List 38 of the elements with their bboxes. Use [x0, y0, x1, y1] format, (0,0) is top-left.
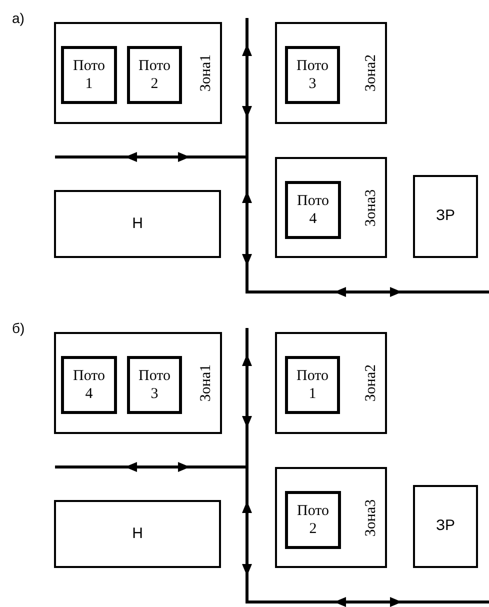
- zone-label: Зона2: [364, 54, 379, 92]
- zone-box: [275, 22, 387, 124]
- zone-label: Зона1: [199, 364, 214, 402]
- zone-label: Зона3: [364, 188, 379, 226]
- area-box: [54, 500, 221, 568]
- flow-label: Пото 1: [296, 367, 330, 403]
- zone-box: [54, 22, 222, 124]
- zone-label: Зона1: [199, 54, 214, 92]
- area-box: [413, 485, 478, 568]
- flow-box: [61, 356, 117, 414]
- area-box: [413, 175, 478, 258]
- flow-box: [285, 46, 340, 104]
- flow-label: Пото 4: [72, 367, 106, 403]
- flow-label: Пото 3: [138, 367, 172, 403]
- flow-label: Пото 2: [296, 502, 330, 538]
- flow-label: Пото 2: [138, 57, 172, 93]
- area-label: ЗР: [436, 516, 456, 536]
- flow-label: Пото 4: [296, 192, 330, 228]
- flow-box: [285, 181, 341, 239]
- flow-box: [127, 46, 182, 104]
- panel-label: б): [12, 319, 25, 338]
- panel-label: а): [12, 9, 24, 28]
- flow-box: [285, 356, 340, 414]
- zone-box: [275, 467, 387, 568]
- zone-box: [275, 157, 387, 258]
- flow-label: Пото 1: [72, 57, 106, 93]
- area-label: Н: [132, 524, 143, 544]
- zone-label: Зона2: [364, 364, 379, 402]
- flow-box: [127, 356, 182, 414]
- flow-box: [285, 491, 341, 549]
- area-label: ЗР: [436, 206, 456, 226]
- flow-box: [61, 46, 117, 104]
- zone-box: [275, 332, 387, 434]
- area-box: [54, 190, 221, 258]
- zone-label: Зона3: [364, 498, 379, 536]
- zone-box: [54, 332, 222, 434]
- flow-label: Пото 3: [296, 57, 330, 93]
- area-label: Н: [132, 214, 143, 234]
